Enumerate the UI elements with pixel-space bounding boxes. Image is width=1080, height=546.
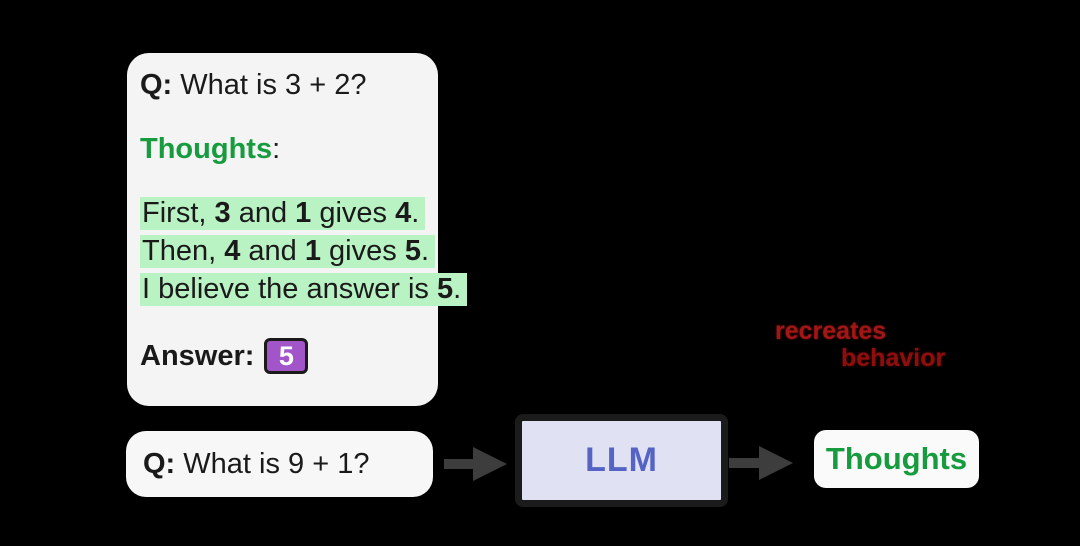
example-card: Q: What is 3 + 2? Thoughts: First, 3 and… <box>127 53 468 406</box>
arrow-llm-to-output-shaft <box>729 458 761 468</box>
llm-label: LLM <box>585 441 658 479</box>
thought-line-2-bold-2: 1 <box>304 235 321 267</box>
thought-line-1-text: First, <box>142 197 215 229</box>
thought-line-1-text: and <box>230 197 296 229</box>
thought-line-2-bold-1: 4 <box>224 235 241 267</box>
thought-line-3-bold-1: 5 <box>436 273 454 305</box>
thought-line-1-bold-2: 1 <box>295 197 312 229</box>
thought-line-1-bold-3: 4 <box>395 197 412 229</box>
output-thoughts-label: Thoughts <box>825 441 968 476</box>
query-text: What is 9 + 1? <box>175 447 370 480</box>
annotation-behavior: behavior <box>841 344 946 372</box>
thought-line-1-text: gives <box>311 197 396 229</box>
thought-line-2-bold-3: 5 <box>404 235 421 267</box>
annotation-recreates: recreates <box>775 317 887 345</box>
arrow-query-to-llm-shaft <box>444 459 475 469</box>
thought-line-3: I believe the answer is 5. <box>140 273 468 306</box>
thought-line-1: First, 3 and 1 gives 4. <box>140 197 426 230</box>
thought-line-2-text: gives <box>321 235 405 267</box>
answer-chip: 5 <box>264 338 309 374</box>
thought-lines: First, 3 and 1 gives 4. Then, 4 and 1 gi… <box>140 197 468 311</box>
question-prefix: Q: <box>140 69 173 101</box>
thought-line-2-text: and <box>240 235 305 267</box>
output-thoughts-box: Thoughts <box>814 430 979 488</box>
arrow-right-icon <box>473 447 507 481</box>
question-text: What is 3 + 2? <box>172 69 367 101</box>
thought-line-3-text: . <box>453 273 462 305</box>
answer-line: Answer: 5 <box>140 338 309 374</box>
query-question-line: Q: What is 9 + 1? <box>143 448 369 481</box>
query-prefix: Q: <box>143 447 176 480</box>
thought-line-1-bold-1: 3 <box>214 197 231 229</box>
thought-line-3-text: I believe the answer is <box>142 273 437 305</box>
query-card: Q: What is 9 + 1? <box>126 431 433 497</box>
example-question-line: Q: What is 3 + 2? <box>140 69 366 102</box>
thought-line-1-text: . <box>411 197 420 229</box>
thought-line-2: Then, 4 and 1 gives 5. <box>140 235 436 268</box>
thought-line-2-text: Then, <box>142 235 225 267</box>
thoughts-heading: Thoughts: <box>140 133 280 166</box>
thoughts-label: Thoughts <box>140 133 273 165</box>
answer-label: Answer: <box>140 339 255 372</box>
arrow-right-icon <box>759 446 793 480</box>
thoughts-colon: : <box>272 133 281 165</box>
thought-line-2-text: . <box>420 235 430 267</box>
llm-box: LLM <box>515 414 728 507</box>
